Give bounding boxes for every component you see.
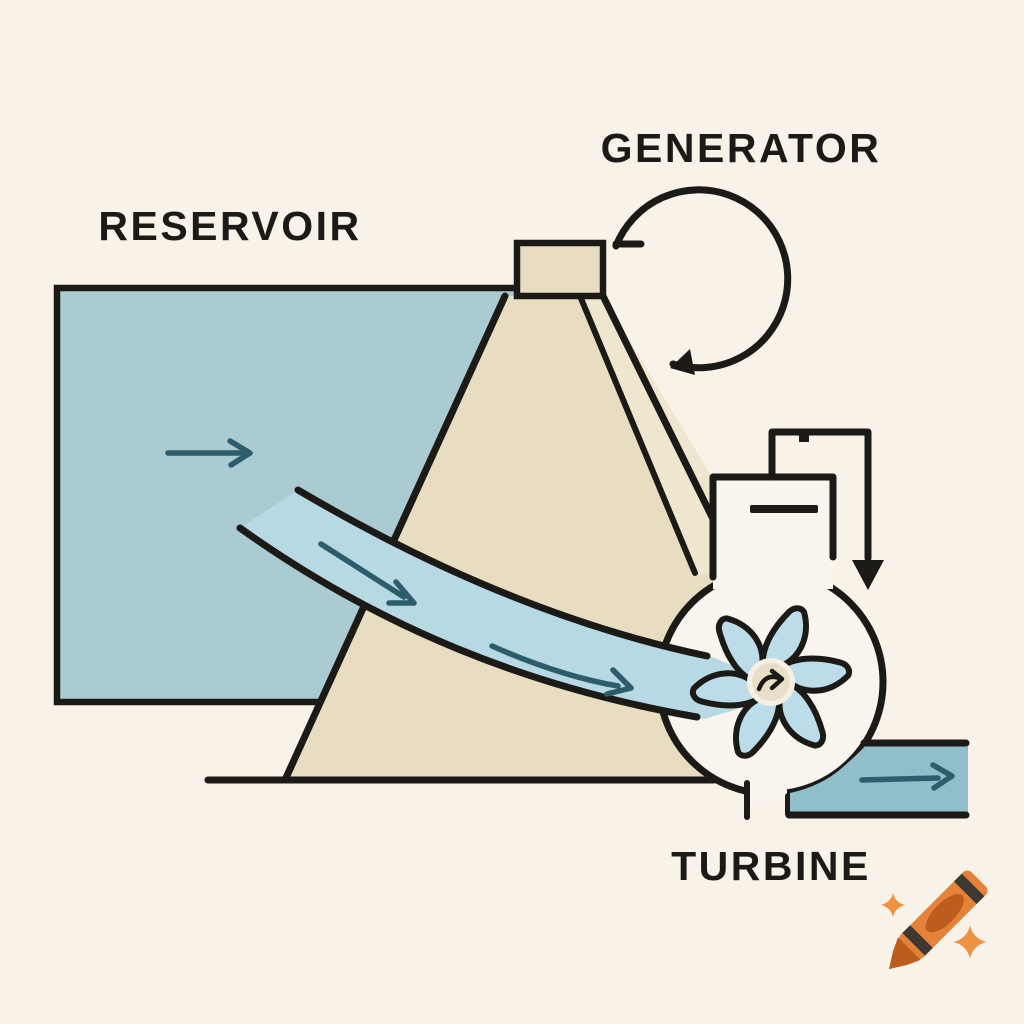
generator-neck bbox=[709, 473, 837, 589]
tailrace-flow-arrow-icon bbox=[859, 762, 955, 791]
turbine-label: TURBINE bbox=[671, 843, 871, 889]
penstock-flow-arrow-1-icon bbox=[318, 541, 417, 606]
generator-output-arrow-icon bbox=[852, 560, 884, 590]
generator-rotation-arrow-icon bbox=[612, 186, 792, 375]
reservoir-label: RESERVOIR bbox=[98, 203, 361, 249]
turbine-rotation-arrow-icon bbox=[756, 668, 785, 692]
generator-unit bbox=[768, 428, 884, 590]
dam-crest bbox=[513, 239, 607, 300]
penstock-pipe bbox=[236, 486, 748, 721]
reservoir-flow-arrow-icon bbox=[165, 438, 253, 468]
generator-notch bbox=[799, 432, 809, 442]
generator-slot bbox=[750, 505, 818, 513]
tailrace-channel bbox=[785, 739, 970, 819]
generator-label: GENERATOR bbox=[601, 125, 882, 171]
turbine-fan-icon bbox=[690, 608, 853, 756]
crayon-icon bbox=[881, 870, 988, 970]
penstock-flow-arrow-2-icon bbox=[489, 643, 634, 697]
draft-tube bbox=[744, 780, 791, 820]
